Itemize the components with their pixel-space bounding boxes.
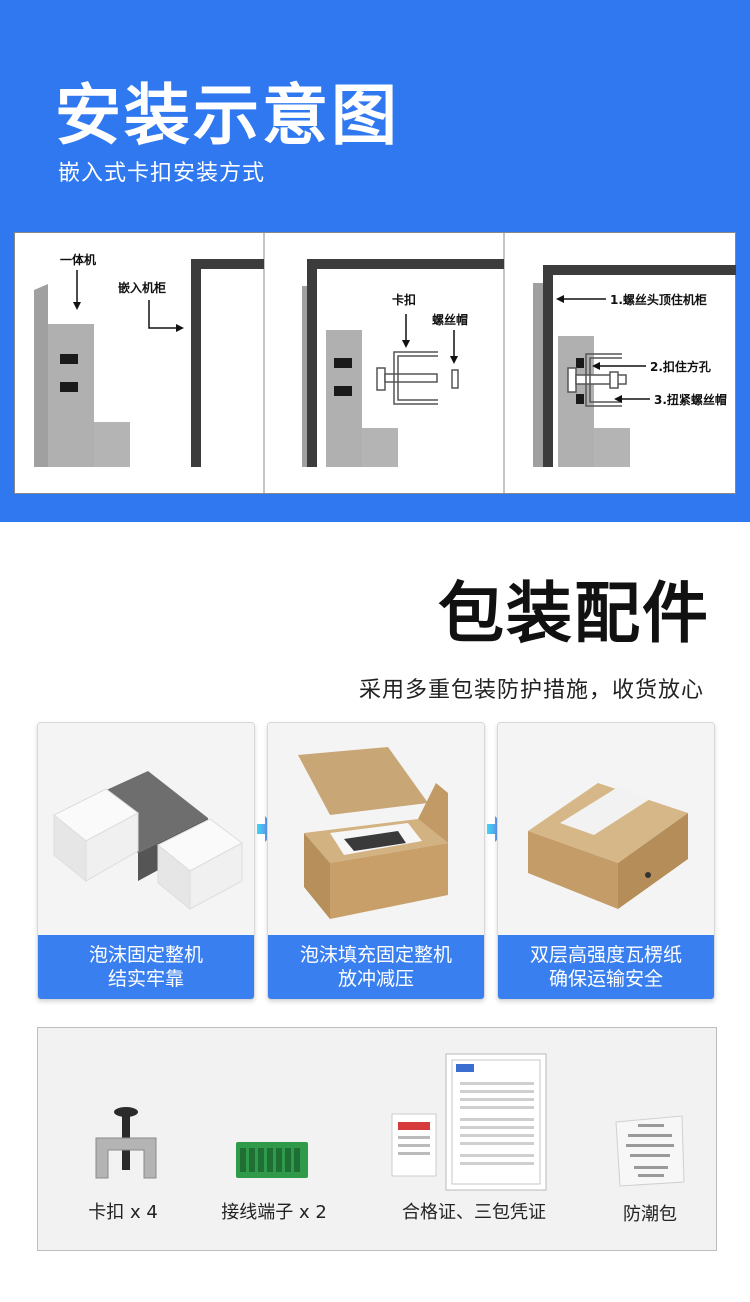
label-unit: 一体机	[60, 252, 96, 267]
card-caption: 双层高强度瓦楞纸 确保运输安全	[498, 935, 714, 999]
packaging-card-foam: 泡沫固定整机 结实牢靠	[37, 722, 255, 1000]
label-nut: 螺丝帽	[432, 312, 468, 327]
diagram-panel-2: 卡扣 螺丝帽	[302, 259, 504, 467]
install-diagram: 一体机 嵌入机柜 卡扣 螺丝帽	[14, 232, 736, 494]
label-step-1: 1.螺丝头顶住机柜	[610, 292, 707, 307]
label-cabinet: 嵌入机柜	[118, 280, 166, 295]
closed-box-photo	[498, 723, 714, 935]
card-caption-line2: 结实牢靠	[107, 968, 184, 990]
install-diagram-svg: 一体机 嵌入机柜 卡扣 螺丝帽	[14, 232, 736, 494]
label-step-2: 2.扣住方孔	[650, 359, 711, 374]
accessories-box: 卡扣 x 4 接线端子 x 2 合格证、三包凭证	[37, 1027, 717, 1251]
card-caption-line2: 确保运输安全	[548, 968, 663, 990]
certificate-photo	[391, 1053, 547, 1191]
label-step-3: 3.扭紧螺丝帽	[654, 392, 727, 407]
packaging-card-closed-box: 双层高强度瓦楞纸 确保运输安全	[497, 722, 715, 1000]
packaging-subtitle: 采用多重包装防护措施，收货放心	[358, 678, 704, 703]
accessory-label: 防潮包	[623, 1204, 677, 1225]
accessory-label: 合格证、三包凭证	[402, 1202, 546, 1223]
packaging-title: 包装配件	[438, 575, 710, 652]
accessory-label: 接线端子 x 2	[221, 1202, 327, 1223]
label-clip: 卡扣	[392, 292, 416, 307]
foam-photo	[38, 723, 254, 935]
card-caption: 泡沫固定整机 结实牢靠	[38, 935, 254, 999]
diagram-panel-1: 一体机 嵌入机柜	[34, 252, 264, 467]
card-caption-line1: 泡沫固定整机	[88, 944, 203, 966]
packaging-card-open-box: 泡沫填充固定整机 放冲减压	[267, 722, 485, 1000]
card-caption-line1: 双层高强度瓦楞纸	[529, 944, 682, 966]
install-subtitle: 嵌入式卡扣安装方式	[58, 161, 266, 186]
terminal-block-photo	[236, 1142, 308, 1178]
card-caption-line1: 泡沫填充固定整机	[299, 944, 452, 966]
open-box-photo	[268, 723, 484, 935]
desiccant-photo	[615, 1115, 685, 1187]
accessory-label: 卡扣 x 4	[88, 1202, 158, 1223]
install-title: 安装示意图	[55, 77, 400, 154]
diagram-panel-3: 1.螺丝头顶住机柜 2.扣住方孔 3.扭紧螺丝帽	[533, 265, 736, 467]
clip-photo	[95, 1107, 157, 1179]
card-caption-line2: 放冲减压	[337, 968, 414, 990]
card-caption: 泡沫填充固定整机 放冲减压	[268, 935, 484, 999]
